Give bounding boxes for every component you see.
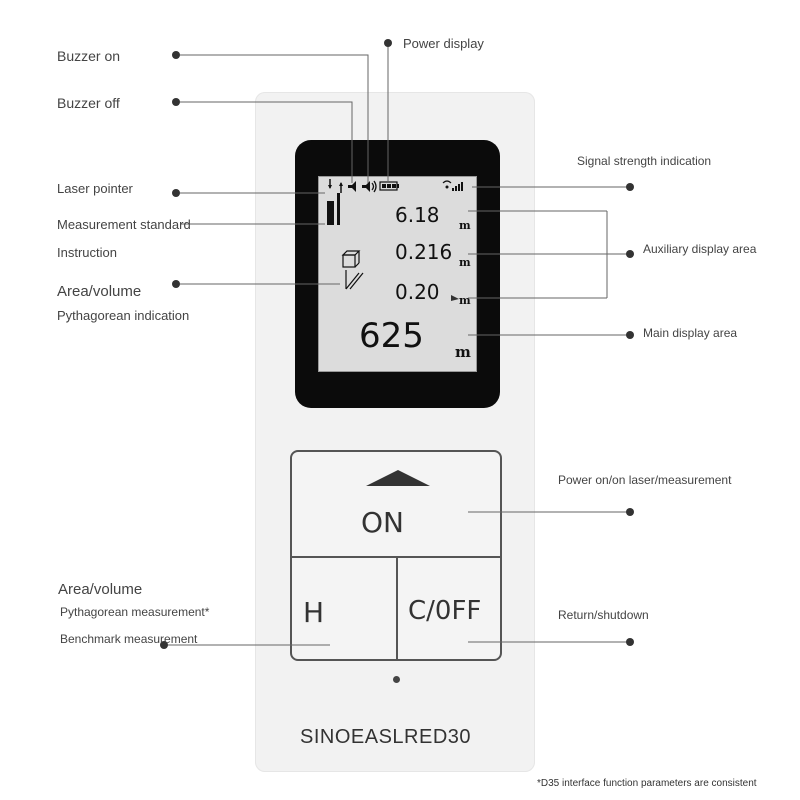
label-return-shutdown: Return/shutdown (558, 608, 649, 622)
laser-pointer-dot (172, 189, 180, 197)
lcd-status-icons (327, 179, 463, 301)
power-on-dot (626, 508, 634, 516)
label-buzzer-on: Buzzer on (57, 48, 121, 64)
h-button[interactable]: H (292, 558, 396, 659)
buzzer-off-dot (172, 98, 180, 106)
buzzer-on-dot (172, 51, 180, 59)
aux-unit-1: m (459, 219, 471, 232)
footnote: *D35 interface function parameters are c… (537, 778, 757, 789)
measurement-standard-icon (327, 193, 340, 225)
return-shutdown-dot (626, 638, 634, 646)
label-power-display: Power display (403, 36, 484, 51)
auxiliary-dot (626, 250, 634, 258)
laser-pointer-icon (328, 179, 343, 193)
aux-reading-3: 0.20 (395, 280, 440, 304)
main-display-dot (626, 331, 634, 339)
lcd-display: 6.18 m 0.216 m 0.20 m 625 m (318, 176, 477, 372)
battery-icon (379, 181, 399, 191)
label-laser-pointer: Laser pointer (57, 181, 133, 196)
aux-reading-1: 6.18 (395, 203, 440, 227)
label-pythagorean-indication: Pythagorean indication (57, 308, 190, 323)
label-area-volume-top: Area/volume (57, 283, 142, 300)
indicator-led (393, 676, 400, 683)
signal-dot (626, 183, 634, 191)
h-button-label: H (303, 596, 325, 629)
main-unit: m (455, 343, 471, 361)
c-off-button[interactable]: C/0FF (398, 558, 500, 659)
label-signal-strength: Signal strength indication (577, 154, 712, 168)
label-pythagorean-measurement: Pythagorean measurement* (60, 605, 210, 619)
c-off-button-label: C/0FF (408, 596, 482, 626)
buzzer-on-icon (362, 180, 377, 193)
on-button-label: ON (361, 506, 404, 539)
brand-model: SINOEASLRED30 (300, 726, 472, 748)
aux-unit-3: m (459, 294, 471, 307)
label-measurement-standard: Measurement standard (57, 217, 191, 232)
label-power-on: Power on/on laser/measurement (558, 473, 732, 487)
label-area-volume-bottom: Area/volume (58, 581, 143, 598)
pythagorean-icon (345, 270, 364, 290)
label-main-display: Main display area (643, 326, 738, 340)
aux-unit-2: m (459, 256, 471, 269)
area-volume-dot (172, 280, 180, 288)
power-display-dot (384, 39, 392, 47)
area-volume-icon (341, 250, 361, 268)
label-buzzer-off: Buzzer off (57, 95, 120, 111)
label-instruction: Instruction (57, 245, 117, 260)
label-benchmark-measurement: Benchmark measurement (60, 632, 198, 646)
label-auxiliary-display: Auxiliary display area (643, 242, 757, 256)
lcd-marker (451, 295, 459, 301)
on-button[interactable]: ON (292, 452, 500, 556)
main-reading: 625 (359, 316, 424, 356)
buzzer-off-icon (348, 181, 356, 192)
aux-reading-2: 0.216 (395, 240, 453, 264)
benchmark-dot (160, 641, 168, 649)
signal-strength-icon (442, 180, 463, 191)
